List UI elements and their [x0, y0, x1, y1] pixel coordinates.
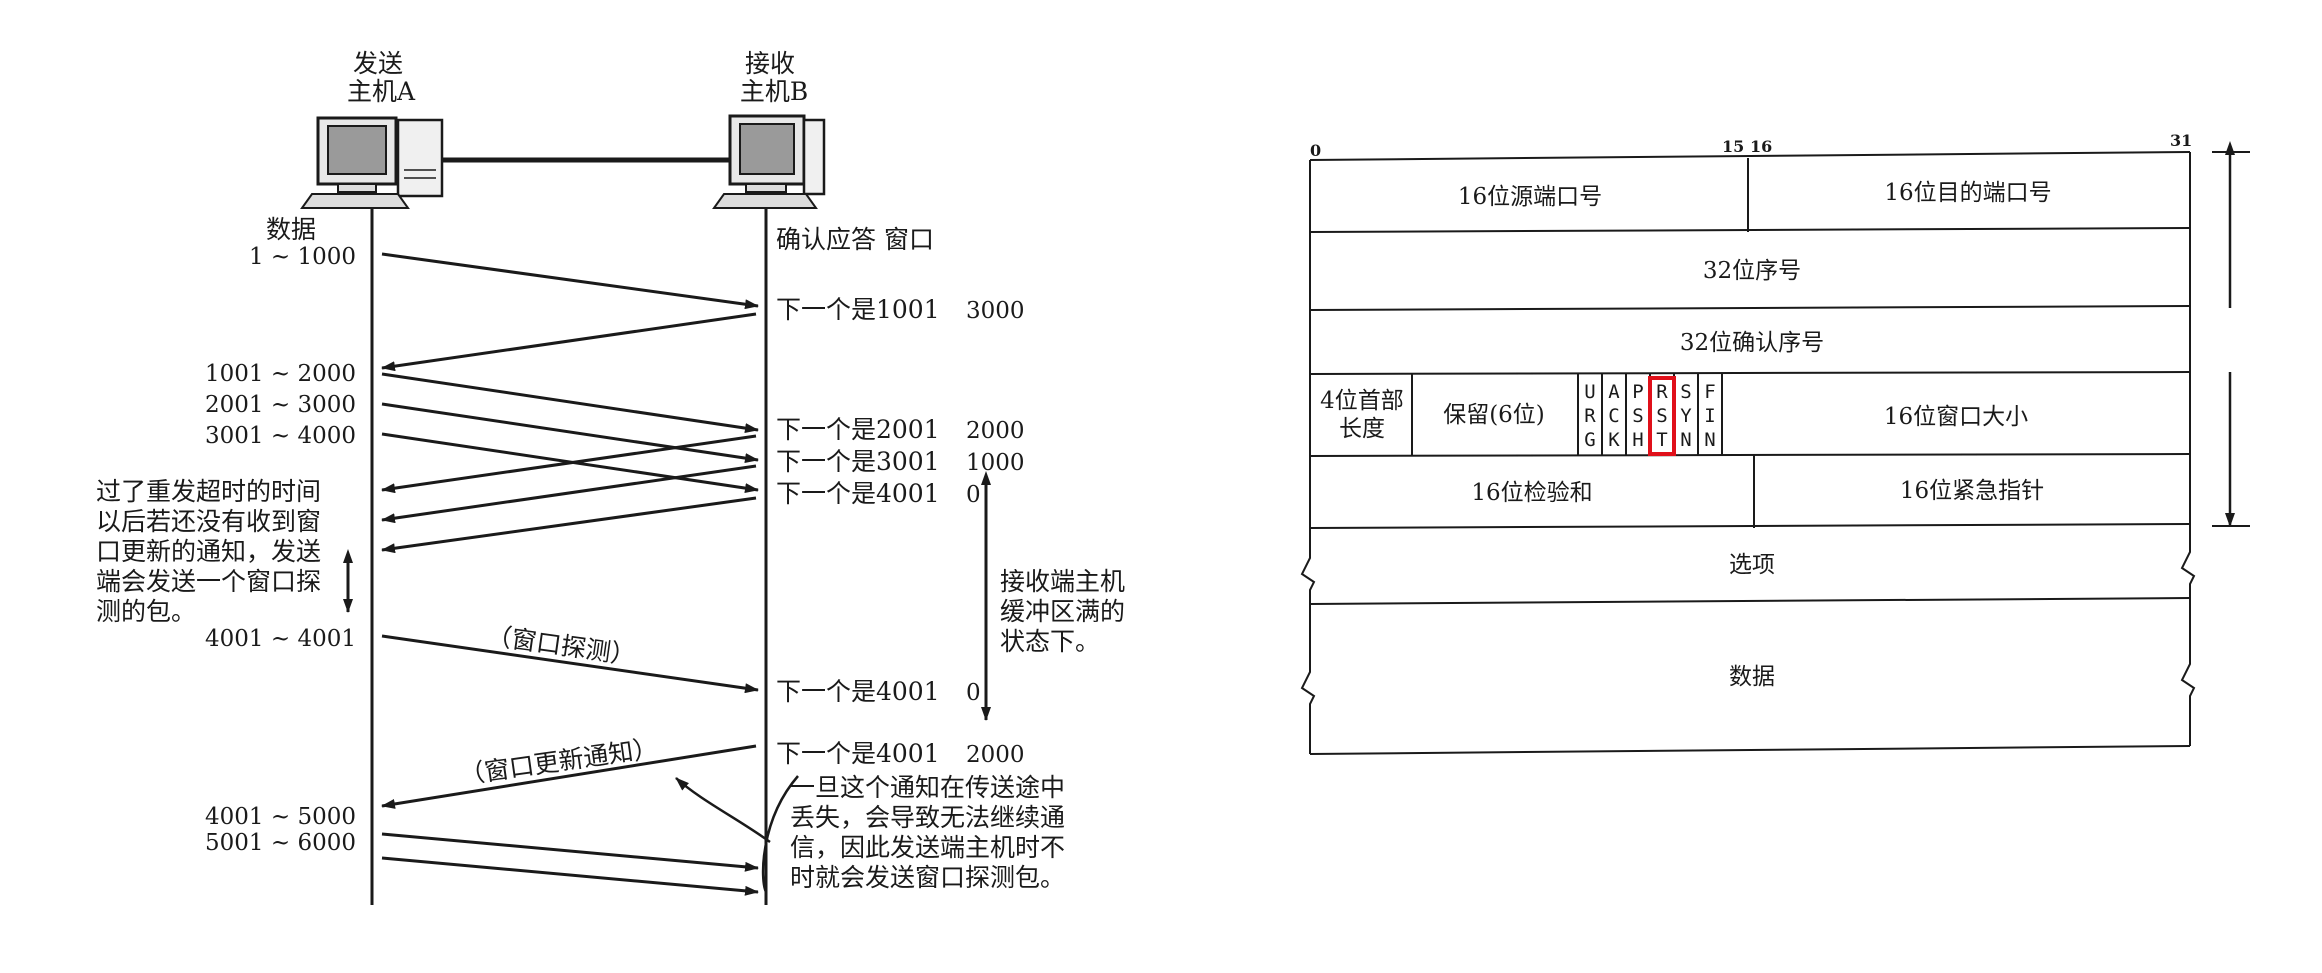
buffer-full-note-line: 接收端主机	[1000, 567, 1125, 596]
retransmit-note-line: 以后若还没有收到窗	[96, 507, 321, 536]
ack-arrow	[381, 312, 757, 372]
retransmit-note-line: 端会发送一个窗口探	[96, 567, 321, 596]
ack-label: 下一个是4001	[776, 739, 940, 768]
flag-letter: S	[1680, 381, 1691, 403]
seq-field: 32位序号	[1703, 258, 1801, 284]
header-grid	[1309, 151, 2191, 755]
lost-notice-pointer-arrow	[675, 777, 771, 844]
host-a-computer-icon	[300, 116, 444, 209]
window-size: 0	[966, 680, 981, 706]
ack-window-column-label: 确认应答 窗口	[776, 225, 934, 254]
flag-letter: Y	[1680, 405, 1692, 427]
data-field: 数据	[1729, 664, 1775, 690]
tcp-header-diagram: 0 15 16 31	[1300, 131, 2250, 755]
flag-letter: S	[1656, 405, 1667, 427]
data-segment-arrow	[381, 856, 759, 896]
window-size: 3000	[966, 298, 1025, 324]
host-b-label-line2: 主机B	[740, 77, 808, 106]
variable-length-break-marks	[1300, 540, 2196, 754]
data-range: 1001 ~ 2000	[205, 361, 356, 387]
ack-arrow	[381, 496, 757, 554]
flag-letter: A	[1608, 381, 1620, 403]
flag-letter: F	[1704, 381, 1715, 403]
data-range: 3001 ~ 4000	[205, 423, 356, 449]
data-range: 1 ~ 1000	[249, 244, 356, 270]
flag-letter: H	[1632, 429, 1643, 451]
flag-letter: S	[1632, 405, 1643, 427]
host-a-label-line2: 主机A	[347, 77, 416, 106]
lost-notice-note-line: 一旦这个通知在传送途中	[790, 773, 1065, 802]
data-range: 4001 ~ 4001	[205, 626, 356, 652]
tcp-flag-urg: U R G	[1584, 381, 1596, 451]
flag-letter: R	[1584, 405, 1596, 427]
window-probe-arrow	[381, 634, 759, 694]
tcp-flag-fin: F I N	[1704, 381, 1715, 451]
lost-notice-note-line: 信，因此发送端主机时不	[790, 833, 1065, 862]
ack-label: 下一个是2001	[776, 415, 940, 444]
retransmit-note-line: 测的包。	[96, 597, 196, 626]
flag-letter: N	[1680, 429, 1691, 451]
host-b-label-line1: 接收	[745, 49, 795, 78]
lost-notice-note-line: 丢失，会导致无法继续通	[790, 803, 1065, 832]
header-length-field-line1: 4位首部	[1320, 388, 1404, 414]
buffer-full-note-line: 缓冲区满的	[1000, 597, 1125, 626]
flag-letter: R	[1656, 381, 1668, 403]
window-size: 2000	[966, 418, 1025, 444]
host-a-label-line1: 发送	[353, 49, 403, 78]
window-size-field: 16位窗口大小	[1884, 404, 2028, 430]
ack-label: 下一个是3001	[776, 447, 940, 476]
flag-letter: K	[1608, 429, 1620, 451]
data-segment-arrow	[381, 832, 759, 872]
flag-letter: P	[1632, 381, 1643, 403]
ack-label: 下一个是4001	[776, 479, 940, 508]
bit-label-0: 0	[1310, 141, 1321, 160]
flag-letter: U	[1584, 381, 1595, 403]
urgent-pointer-field: 16位紧急指针	[1900, 478, 2044, 504]
data-range: 4001 ~ 5000	[205, 804, 356, 830]
window-update-arrow	[381, 744, 757, 809]
lost-notice-note-line: 时就会发送窗口探测包。	[790, 863, 1065, 892]
window-size: 0	[966, 482, 981, 508]
window-size: 2000	[966, 742, 1025, 768]
tcp-flag-ack: A C K	[1608, 381, 1620, 451]
bit-label-31: 31	[2170, 131, 2192, 150]
src-port-field: 16位源端口号	[1458, 184, 1602, 210]
dst-port-field: 16位目的端口号	[1884, 180, 2051, 206]
data-segment-arrow	[381, 252, 759, 310]
ack-label: 下一个是1001	[776, 295, 940, 324]
checksum-field: 16位检验和	[1471, 480, 1592, 506]
psh-flag-highlight	[1648, 376, 1676, 456]
data-range: 5001 ~ 6000	[205, 830, 356, 856]
reserved-field: 保留(6位)	[1443, 402, 1545, 428]
data-range: 2001 ~ 3000	[205, 392, 356, 418]
tcp-flag-syn: S Y N	[1680, 381, 1692, 451]
buffer-full-note-line: 状态下。	[1000, 627, 1100, 656]
flag-letter: C	[1608, 405, 1619, 427]
ack-label: 下一个是4001	[776, 677, 940, 706]
flag-letter: G	[1584, 429, 1595, 451]
window-probe-diagram: 发送 主机A 接收 主机B 数据 确认应答 窗口 1 ~ 1000 1001 ~…	[96, 49, 1125, 905]
flag-letter: N	[1704, 429, 1715, 451]
header-length-field-line2: 长度	[1339, 416, 1385, 442]
tcp-flag-psh: P S H	[1632, 381, 1643, 451]
data-segment-arrow	[381, 372, 759, 434]
data-segment-arrow	[381, 402, 759, 464]
data-column-label: 数据	[266, 215, 316, 244]
window-update-label: （窗口更新通知）	[458, 733, 660, 790]
retransmit-note-line: 过了重发超时的时间	[96, 477, 321, 506]
window-size: 1000	[966, 450, 1025, 476]
ack-arrow	[381, 434, 757, 494]
retransmit-note-line: 口更新的通知，发送	[96, 537, 321, 566]
note-bracket	[761, 775, 799, 893]
ack-field: 32位确认序号	[1680, 330, 1824, 356]
options-field: 选项	[1729, 552, 1775, 578]
bit-label-16: 16	[1750, 137, 1772, 156]
flag-letter: I	[1704, 405, 1715, 427]
bit-label-15: 15	[1722, 137, 1744, 156]
host-b-computer-icon	[712, 114, 826, 209]
tcp-flag-rst: R S T	[1656, 381, 1668, 451]
ack-arrow	[381, 464, 757, 524]
flag-letter: T	[1656, 429, 1667, 451]
